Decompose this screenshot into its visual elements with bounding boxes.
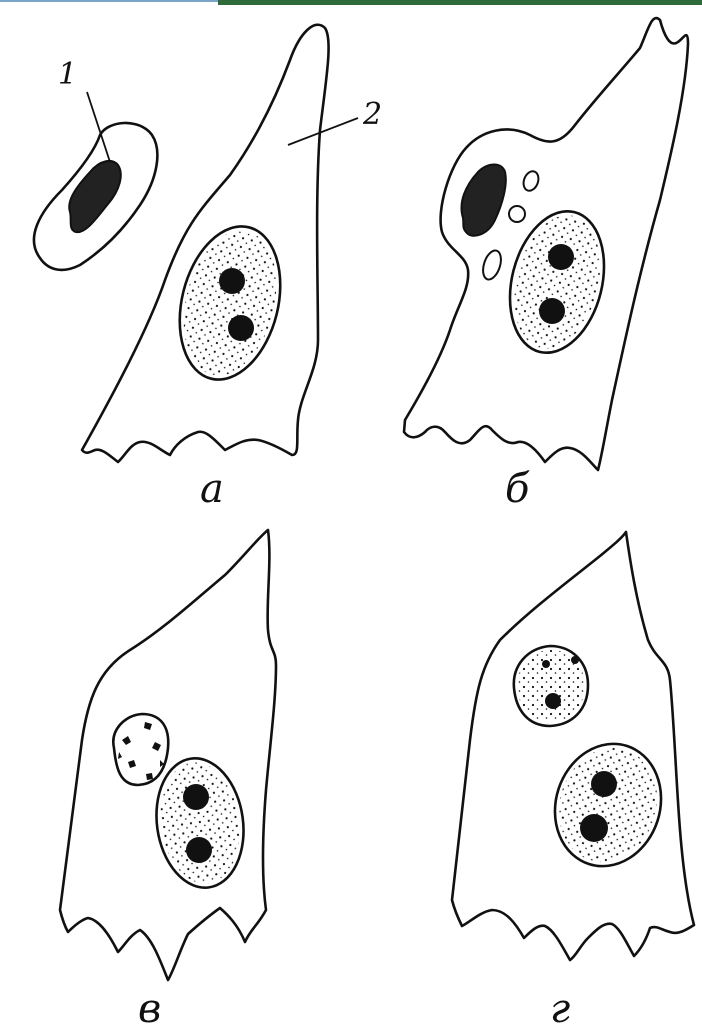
reactivated-large-nucleolus-top — [591, 771, 617, 797]
cell-2-nucleolus-top — [219, 268, 245, 294]
callout-2-line — [288, 118, 358, 145]
callout-1-label: 1 — [58, 57, 77, 92]
heterokaryon-nucleolus-bottom — [186, 837, 212, 863]
heterokaryon-nucleolus-top — [183, 784, 209, 810]
reactivated-small-granule-1 — [542, 660, 550, 668]
panel-v: в — [60, 530, 276, 1032]
reactivated-large-nucleolus-bottom — [580, 814, 608, 842]
cell-2-outline — [82, 25, 329, 462]
reactivated-nucleus-large-stipple — [544, 735, 671, 875]
vacuole-1 — [521, 169, 541, 193]
panel-a-label: а — [200, 466, 224, 512]
vacuole-3 — [480, 248, 504, 281]
fusing-cell-nucleolus-bottom — [539, 298, 565, 324]
fusing-cell-nucleolus-top — [548, 244, 574, 270]
vacuole-2 — [509, 206, 525, 222]
reactivated-small-granule-2 — [571, 656, 579, 664]
callout-2-label: 2 — [362, 97, 382, 132]
reactivated-cell-outline — [452, 532, 694, 960]
panel-b: б — [404, 18, 688, 512]
fusing-cell-dense-nucleus — [461, 165, 505, 236]
cell-2-nucleolus-bottom — [228, 315, 254, 341]
heterokaryon-nucleus-small — [113, 714, 168, 785]
panel-g-label: г — [550, 986, 570, 1032]
panel-v-label: в — [138, 986, 161, 1032]
panel-a: 1 2 а — [34, 25, 382, 512]
panel-b-label: б — [505, 466, 530, 512]
panel-g: г — [452, 532, 694, 1032]
reactivated-small-nucleolus — [545, 693, 561, 709]
